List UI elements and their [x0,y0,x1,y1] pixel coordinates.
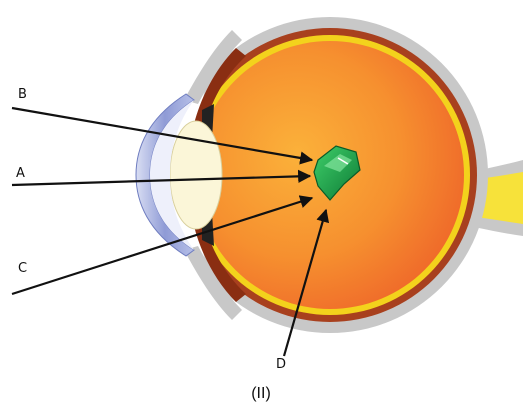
ray-c [11,195,314,296]
ray-a [11,169,312,187]
label-b: B [18,87,27,102]
label-d: D [276,357,286,372]
figure-caption: (II) [251,385,271,402]
anterior-sclera [184,30,242,104]
pointer-d [282,208,330,357]
anterior-chamber [150,100,194,250]
anterior-sclera-lower [184,246,242,320]
label-a: A [16,166,25,181]
green-object-highlight [337,157,349,165]
label-c: C [18,261,27,276]
green-object-facet [324,154,352,172]
ray-b [11,106,314,165]
